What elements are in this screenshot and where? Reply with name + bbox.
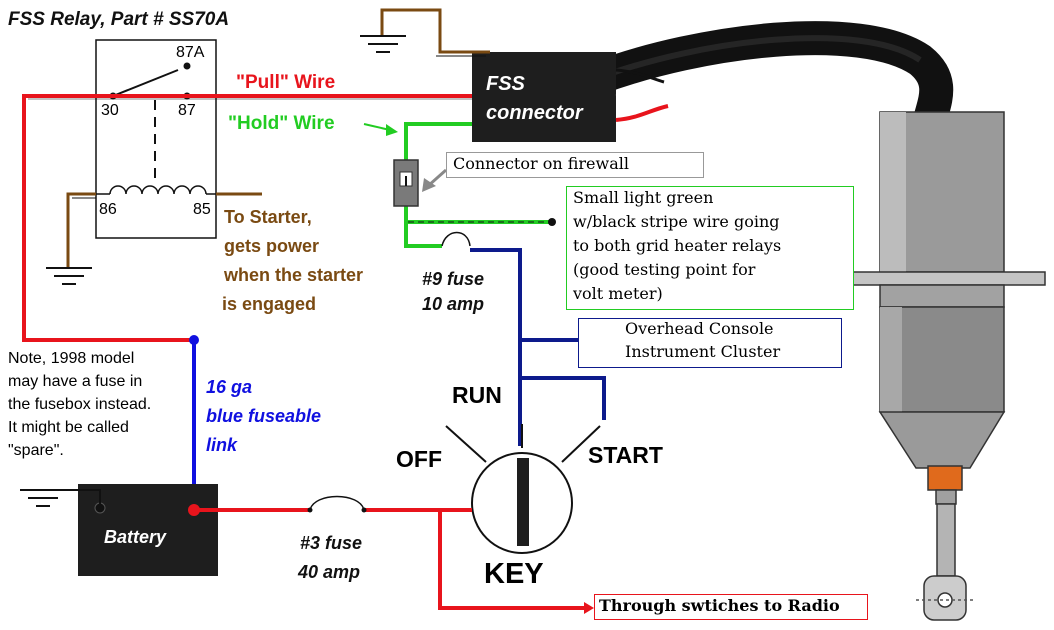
relay-pin-87: 87 [178, 102, 196, 119]
battery-label: Battery [104, 527, 167, 547]
fuse-3 [309, 495, 365, 511]
model-note-line: "spare". [8, 442, 64, 459]
overhead-console-label: Overhead Console [625, 319, 774, 338]
console-cluster-callout: Overhead Console Instrument Cluster [578, 318, 842, 368]
model-note-line: It might be called [8, 419, 129, 436]
firewall-connector-callout: Connector on firewall [446, 152, 704, 178]
radio-label: Through swtiches to Radio [599, 596, 840, 615]
starter-note-line: To Starter, [224, 207, 312, 227]
key-off-label: OFF [396, 446, 442, 472]
fuel-shutoff-solenoid [581, 21, 1046, 621]
battery [78, 484, 218, 576]
fss-connector-body [472, 52, 616, 142]
diagram-title: FSS Relay, Part # SS70A [8, 9, 230, 30]
fss-connector-label-2: connector [486, 102, 583, 124]
relay-pin-85: 85 [193, 201, 211, 218]
instrument-cluster-label: Instrument Cluster [625, 342, 781, 361]
starter-note-line: when the starter [224, 265, 364, 285]
fss-relay [95, 39, 217, 239]
hold-wire [404, 122, 472, 168]
relay-pin-30: 30 [101, 102, 119, 119]
light-green-note-line: Small light green [573, 188, 714, 207]
relay-pin-87a: 87A [176, 44, 205, 61]
pull-wire-label: "Pull" Wire [236, 72, 336, 93]
radio-callout: Through swtiches to Radio [594, 594, 868, 620]
key-run-label: RUN [452, 382, 502, 408]
light-green-note-line: (good testing point for [573, 260, 756, 279]
fuse-3-label: #3 fuse [300, 533, 363, 553]
fss-connector-label-1: FSS [486, 73, 525, 95]
light-green-note-line: to both grid heater relays [573, 236, 782, 255]
key-start-label: START [588, 442, 663, 468]
starter-note-line: gets power [224, 236, 320, 256]
light-green-note-line: w/black stripe wire going [573, 212, 780, 231]
relay-pin-86: 86 [99, 201, 117, 218]
firewall-connector-label: Connector on firewall [453, 154, 629, 173]
starter-note-line: is engaged [222, 294, 317, 314]
light-green-note-line: volt meter) [573, 284, 663, 303]
light-green-wire-note: Small light green w/black stripe wire go… [566, 186, 854, 310]
fuse-link-label: link [206, 435, 238, 455]
key-label: KEY [484, 558, 544, 590]
fuse-link-label: blue fuseable [206, 406, 322, 426]
fuse-9 [441, 231, 471, 247]
model-note-line: Note, 1998 model [8, 350, 135, 367]
fuse-3-rating: 40 amp [298, 562, 361, 582]
fuse-9-rating: 10 amp [422, 294, 485, 314]
fuse-9-label: #9 fuse [422, 269, 485, 289]
pull-wire [22, 94, 472, 342]
fuse-link-label: 16 ga [206, 377, 253, 397]
model-note-line: the fusebox instead. [8, 396, 152, 413]
model-note-line: may have a fuse in [8, 373, 143, 390]
hold-wire-label: "Hold" Wire [228, 113, 335, 134]
ignition-key-switch [445, 424, 601, 554]
